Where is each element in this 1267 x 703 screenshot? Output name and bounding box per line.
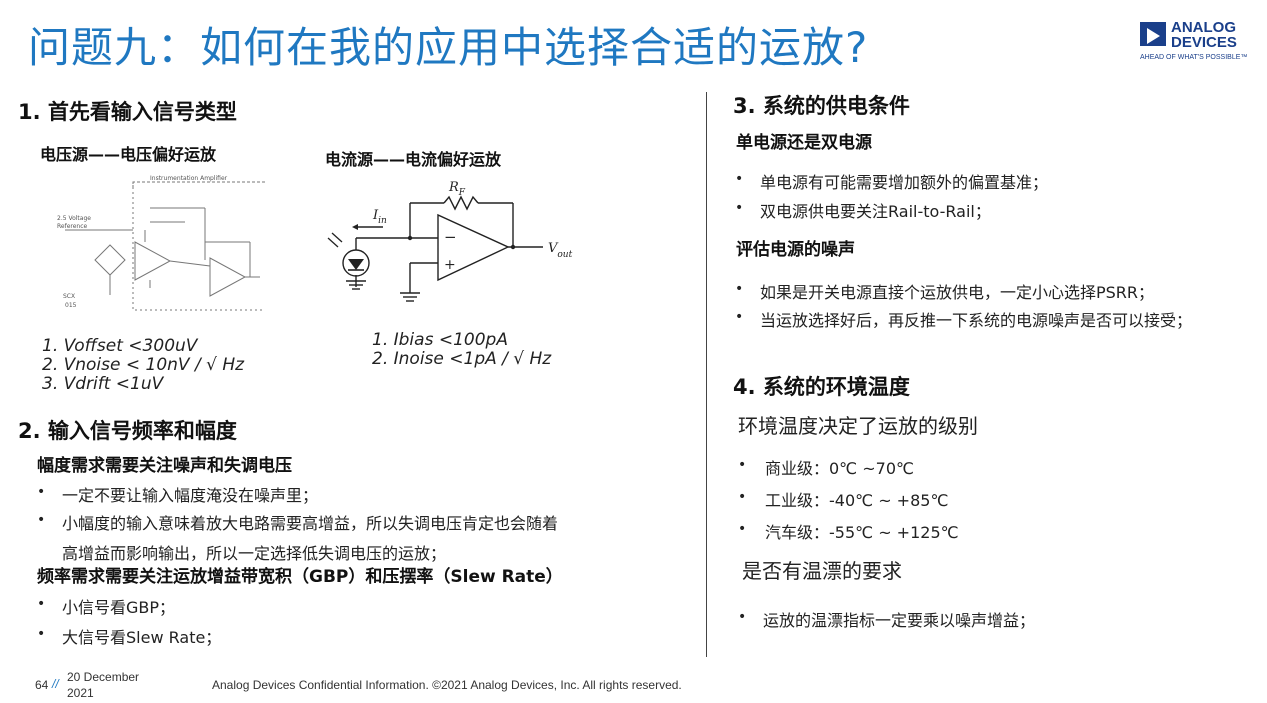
vout-label: V: [548, 241, 559, 256]
bullet-icon: •: [735, 281, 744, 297]
s4-line1: 环境温度决定了运放的级别: [738, 414, 978, 438]
column-divider: [706, 92, 707, 657]
svg-text:RF: RF: [448, 180, 466, 198]
s2-bullet2-line2: 高增益而影响输出，所以一定选择低失调电压的运放；: [62, 544, 447, 563]
footer-date-line1: 20 December: [67, 670, 140, 684]
bullet-icon: •: [735, 309, 744, 325]
iin-subscript: in: [378, 216, 387, 226]
section3-heading: 3. 系统的供电条件: [733, 94, 910, 118]
s4-bullet2: 工业级：-40℃ ~ +85℃: [765, 491, 949, 510]
rf-subscript: F: [458, 188, 466, 198]
transimpedance-amplifier-diagram: RF Iin Vout − +: [327, 180, 573, 302]
s3-bullet2: 双电源供电要关注Rail-to-Rail；: [760, 202, 991, 221]
bullet-icon: •: [738, 521, 747, 537]
voltage-item-3: 3. Vdrift <1uV: [42, 374, 164, 394]
logo-line1: ANALOG: [1171, 19, 1236, 36]
bullet-icon: •: [37, 512, 46, 528]
instrumentation-amplifier-diagram: Instrumentation Amplifier 2.5 Voltage Re…: [57, 175, 265, 311]
footer-date-line2: 2021: [67, 686, 94, 700]
ref-label-2: Reference: [57, 223, 88, 230]
sensor-label-2: 015: [65, 302, 77, 309]
footer-separator: //: [52, 677, 59, 691]
current-source-label: 电流源——电流偏好运放: [325, 150, 502, 169]
svg-text:Vout: Vout: [548, 241, 573, 260]
bullet-icon: •: [738, 489, 747, 505]
s2-bullet1: 一定不要让输入幅度淹没在噪声里；: [62, 486, 319, 505]
s4-bullet3: 汽车级：-55℃ ~ +125℃: [765, 523, 959, 542]
svg-text:Iin: Iin: [372, 208, 387, 226]
logo-tagline: AHEAD OF WHAT'S POSSIBLE™: [1140, 54, 1248, 61]
s4-bullet1: 商业级：0℃ ~70℃: [765, 459, 914, 478]
footer-confidential-note: Analog Devices Confidential Information.…: [212, 678, 682, 692]
s2-bullet2-line1: 小幅度的输入意味着放大电路需要高增益，所以失调电压肯定也会随着: [62, 514, 559, 533]
logo-line2: DEVICES: [1171, 34, 1237, 51]
section2-heading: 2. 输入信号频率和幅度: [18, 419, 237, 443]
section1-heading: 1. 首先看输入信号类型: [18, 100, 237, 124]
bullet-icon: •: [37, 596, 46, 612]
s3-sub1: 单电源还是双电源: [736, 133, 872, 153]
iin-label: I: [372, 208, 379, 223]
s4-line2: 是否有温漂的要求: [742, 559, 902, 583]
s3-bullet3: 如果是开关电源直接个运放供电，一定小心选择PSRR；: [760, 283, 1155, 302]
section4-heading: 4. 系统的环境温度: [733, 375, 910, 399]
rf-label: R: [448, 180, 459, 195]
amp-title: Instrumentation Amplifier: [150, 175, 228, 182]
bullet-icon: •: [738, 457, 747, 473]
slide-title: 问题九：如何在我的应用中选择合适的运放?: [28, 23, 869, 72]
s2-bullet4: 大信号看Slew Rate；: [62, 628, 222, 647]
voltage-source-label: 电压源——电压偏好运放: [40, 145, 217, 164]
s3-bullet1: 单电源有可能需要增加额外的偏置基准；: [760, 173, 1049, 192]
s3-sub2: 评估电源的噪声: [736, 240, 855, 260]
ref-label-1: 2.5 Voltage: [57, 215, 91, 222]
sensor-label-1: SCX: [63, 293, 75, 300]
voltage-item-1: 1. Voffset <300uV: [42, 336, 198, 356]
bullet-icon: •: [37, 626, 46, 642]
current-item-1: 1. Ibias <100pA: [372, 330, 508, 350]
vout-subscript: out: [557, 250, 572, 260]
s2-bullet3: 小信号看GBP；: [62, 598, 176, 617]
page-number: 64: [35, 678, 49, 692]
inverting-input-sign: −: [444, 228, 457, 246]
bullet-icon: •: [37, 484, 46, 500]
bullet-icon: •: [735, 171, 744, 187]
s4-bullet4: 运放的温漂指标一定要乘以噪声增益；: [763, 611, 1036, 630]
voltage-item-2: 2. Vnoise < 10nV / √ Hz: [42, 355, 245, 375]
s3-bullet4: 当运放选择好后，再反推一下系统的电源噪声是否可以接受；: [760, 311, 1193, 330]
s2-sub2: 频率需求需要关注运放增益带宽积（GBP）和压摆率（Slew Rate）: [37, 567, 563, 587]
s2-sub1: 幅度需求需要关注噪声和失调电压: [37, 456, 292, 476]
current-item-2: 2. Inoise <1pA / √ Hz: [372, 349, 552, 369]
bullet-icon: •: [738, 609, 747, 625]
logo-triangle-icon: [1140, 22, 1166, 46]
noninverting-input-sign: +: [444, 257, 456, 273]
bullet-icon: •: [735, 200, 744, 216]
